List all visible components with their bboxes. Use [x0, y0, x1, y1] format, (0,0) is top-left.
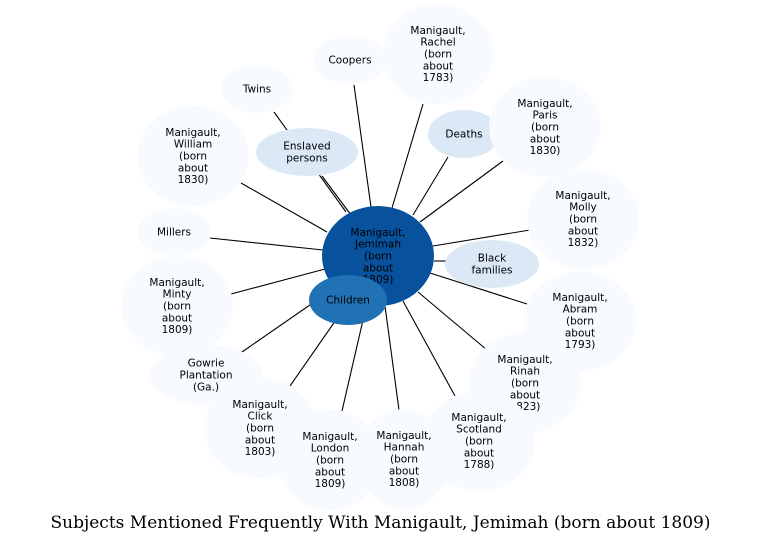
node-molly-bubble — [527, 169, 639, 269]
node-deaths-label: Deaths — [445, 129, 482, 141]
edge-london — [341, 306, 367, 412]
node-twins-label: Twins — [242, 84, 271, 96]
node-hannah-bubble — [358, 409, 450, 509]
node-rachel-bubble — [383, 4, 493, 104]
node-twins-bubble — [221, 65, 293, 113]
edge-deaths — [412, 156, 449, 216]
diagram-caption: Subjects Mentioned Frequently With Manig… — [50, 513, 711, 533]
node-twins[interactable]: Twins — [221, 65, 293, 113]
edge-rinah — [417, 291, 488, 351]
edge-abram — [429, 272, 528, 305]
node-enslaved-bubble — [256, 128, 358, 176]
node-scotland-bubble — [423, 391, 535, 491]
node-millers[interactable]: Millers — [138, 208, 210, 256]
edge-millers — [209, 237, 324, 251]
edges — [209, 84, 531, 412]
node-deaths-bubble — [428, 110, 500, 158]
node-children[interactable]: Children — [309, 275, 387, 325]
edge-rachel — [391, 103, 424, 209]
node-children-label: Children — [326, 295, 370, 307]
edge-scotland — [402, 300, 456, 397]
edge-hannah — [384, 305, 400, 411]
edge-enslaved — [321, 175, 352, 216]
node-london-bubble — [278, 410, 382, 510]
node-paris-bubble — [489, 77, 601, 177]
edge-molly — [432, 229, 531, 247]
edge-william — [240, 182, 328, 233]
node-william-bubble — [137, 106, 249, 206]
node-coopers[interactable]: Coopers — [313, 36, 387, 84]
node-deaths[interactable]: Deaths — [428, 110, 500, 158]
node-coopers-bubble — [313, 36, 387, 84]
node-millers-label: Millers — [157, 227, 191, 239]
edge-coopers — [353, 84, 372, 208]
node-minty-bubble — [121, 256, 233, 356]
edge-paris — [419, 160, 504, 223]
node-coopers-label: Coopers — [328, 55, 371, 67]
edge-minty — [230, 268, 326, 295]
node-black-families-bubble — [445, 240, 539, 288]
node-children-bubble — [309, 275, 387, 325]
node-millers-bubble — [138, 208, 210, 256]
